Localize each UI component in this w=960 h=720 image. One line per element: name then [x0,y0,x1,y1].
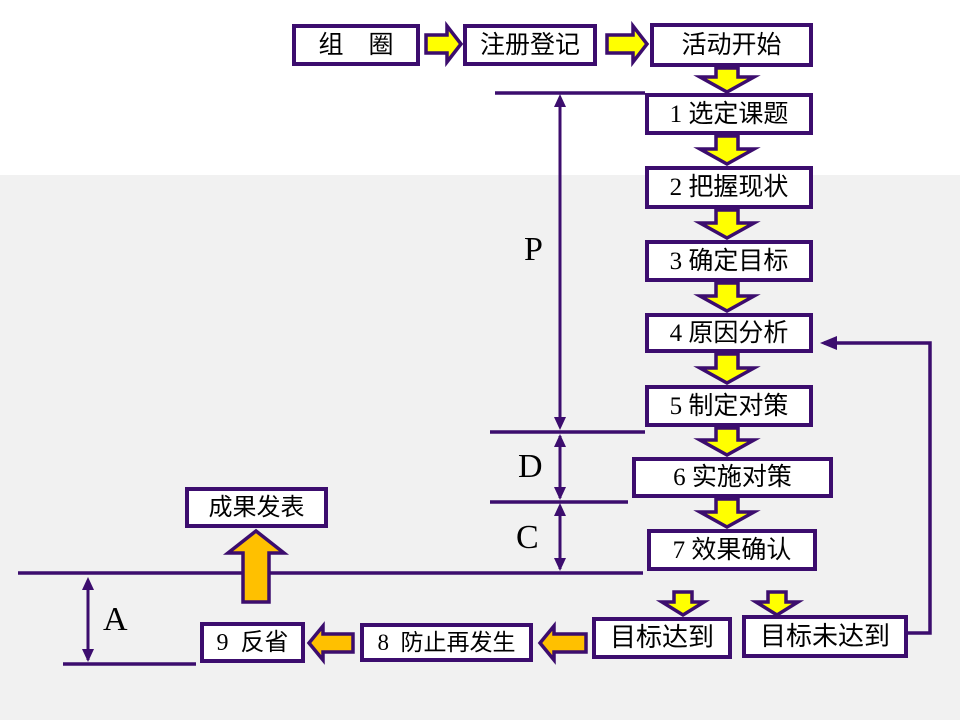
a-span-arrowhead-bottom-icon [82,649,94,662]
node-step-3-set-target: 3 确定目标 [645,240,813,282]
node-step-2-grasp-status: 2 把握现状 [645,166,813,209]
flow-arrow-right-icon [605,20,650,68]
phase-label-plan: P [524,231,543,268]
publish-arrow-up-icon [222,528,290,604]
node-group-circle: 组 圈 [292,24,420,66]
node-step-4-cause-analysis: 4 原因分析 [645,313,813,353]
d-span-arrowhead-top-icon [554,434,566,447]
flow-arrow-down-icon [655,590,711,618]
p-span-arrowhead-top-icon [554,94,566,107]
c-span-arrowhead-top-icon [554,503,566,516]
flow-arrow-down-icon [693,66,761,95]
flow-arrow-down-icon [749,590,805,618]
phase-label-do: D [518,448,543,485]
flow-arrow-down-icon [693,208,761,241]
node-step-1-select-topic: 1 选定课题 [645,93,813,135]
node-step-8-prevent-recurrence: 8 防止再发生 [360,623,533,662]
node-register: 注册登记 [463,24,597,66]
a-span-arrowhead-top-icon [82,577,94,590]
node-activity-start: 活动开始 [650,23,813,67]
flow-arrow-down-icon [693,497,761,530]
c-span-arrowhead-bottom-icon [554,558,566,571]
flow-arrow-down-icon [693,352,761,386]
phase-label-check: C [516,519,539,556]
node-step-6-implement-countermeasures: 6 实施对策 [632,457,833,498]
node-goal-reached: 目标达到 [592,617,732,659]
node-goal-not-reached: 目标未达到 [742,615,908,658]
node-results-presentation: 成果发表 [185,487,328,528]
flow-arrow-down-icon [693,134,761,167]
flow-arrow-down-icon [693,426,761,458]
phase-label-act: A [103,601,128,638]
feedback-arrowhead-icon [820,336,837,350]
flow-arrow-down-icon [693,281,761,314]
flow-arrow-left-icon [306,621,355,665]
flow-arrow-right-icon [424,20,464,68]
d-span-arrowhead-bottom-icon [554,487,566,500]
feedback-line [824,341,932,635]
node-step-5-make-countermeasures: 5 制定对策 [645,385,813,427]
node-step-9-reflect: 9 反省 [200,622,305,663]
node-step-7-confirm-effect: 7 效果确认 [647,529,817,571]
flow-arrow-left-icon [537,621,588,665]
p-span-arrowhead-bottom-icon [554,417,566,430]
